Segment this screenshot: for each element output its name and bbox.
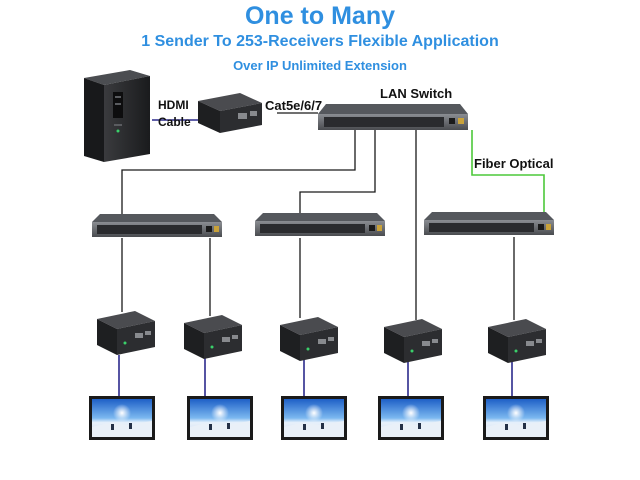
lan-switch-left — [92, 214, 222, 237]
page-title: One to Many — [244, 2, 395, 30]
fiber-optical-label: Fiber Optical — [474, 156, 554, 171]
lan-switch-middle — [255, 213, 385, 236]
monitor-2 — [187, 396, 253, 440]
monitor-1 — [89, 396, 155, 440]
monitor-3 — [281, 396, 347, 440]
receiver-box-5 — [488, 319, 546, 363]
page-subtitle: 1 Sender To 253-Receivers Flexible Appli… — [141, 33, 499, 50]
sender-box-icon — [198, 93, 262, 133]
page-tagline: Over IP Unlimited Extension — [233, 58, 407, 73]
receiver-box-1 — [97, 311, 155, 355]
lan-switch-label: LAN Switch — [380, 86, 453, 101]
monitor-4 — [378, 396, 444, 440]
lan-switch-main — [318, 104, 468, 130]
fiber-optical-line — [471, 130, 545, 212]
lan-switch-right — [424, 212, 554, 235]
receiver-box-2 — [184, 315, 242, 359]
cable-to-switch-middle — [299, 130, 376, 214]
monitor-5 — [483, 396, 549, 440]
receiver-box-4 — [384, 319, 442, 363]
cable-to-switch-left — [121, 130, 356, 215]
cable-label: Cable — [158, 115, 191, 129]
cat-cable-label: Cat5e/6/7 — [265, 98, 323, 113]
receiver-box-3 — [280, 317, 338, 361]
hdmi-label: HDMI — [158, 98, 189, 112]
pc-tower-icon — [84, 70, 150, 162]
